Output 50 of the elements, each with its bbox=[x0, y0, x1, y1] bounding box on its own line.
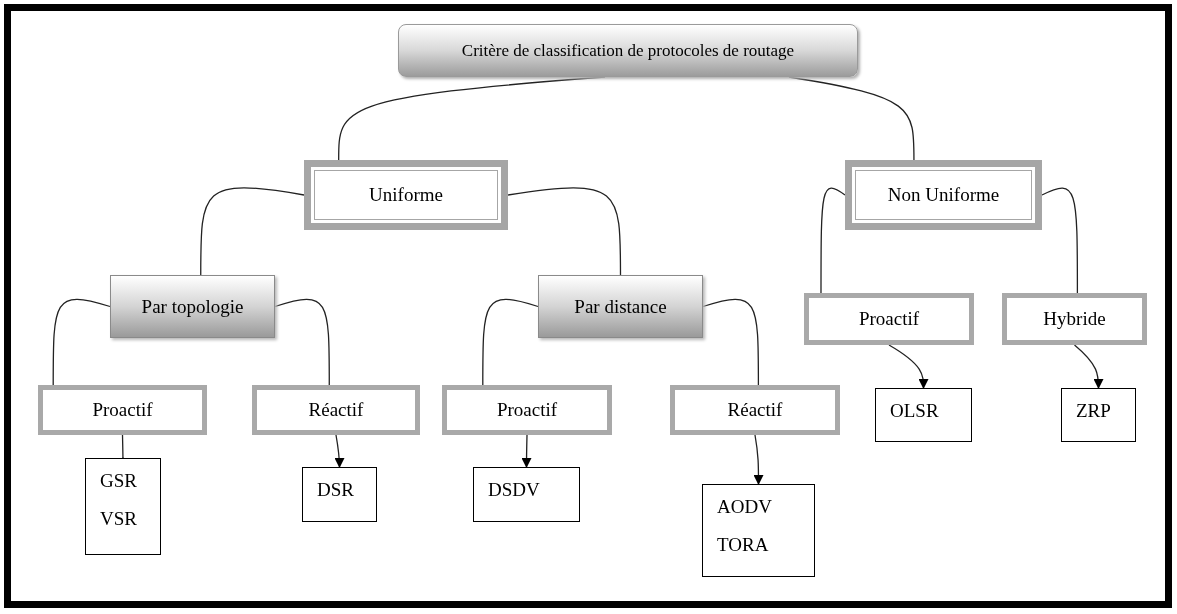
box-label: Par topologie bbox=[141, 294, 244, 319]
arrow bbox=[1073, 344, 1104, 389]
category-box bbox=[845, 160, 1042, 230]
type-box bbox=[1002, 293, 1147, 345]
box-label: Proactif bbox=[858, 307, 920, 331]
connector-line bbox=[702, 298, 760, 386]
box-label: DSR bbox=[317, 478, 354, 502]
arrow bbox=[753, 434, 764, 485]
connector-line bbox=[507, 187, 622, 276]
box-label: AODV bbox=[717, 495, 772, 519]
box-label: Proactif bbox=[496, 398, 558, 422]
connector-line bbox=[1041, 187, 1079, 294]
arrow bbox=[888, 344, 929, 389]
connector-line bbox=[788, 76, 915, 161]
box-label: GSR bbox=[100, 469, 137, 493]
category-box bbox=[304, 160, 508, 230]
box-label: DSDV bbox=[488, 478, 540, 502]
box-label: TORA bbox=[717, 532, 769, 557]
box-label: Hybride bbox=[1043, 307, 1106, 331]
box-label: Critère de classification de protocoles de routage bbox=[461, 39, 795, 62]
box-label: OLSR bbox=[890, 399, 939, 423]
subcategory-box bbox=[110, 275, 275, 338]
box-label: VSR bbox=[100, 506, 137, 531]
box-label: Réactif bbox=[727, 398, 783, 422]
arrow bbox=[334, 434, 345, 468]
arrow bbox=[521, 434, 532, 468]
box-label: Par distance bbox=[574, 294, 667, 319]
box-label: Non Uniforme bbox=[887, 183, 1000, 207]
type-box bbox=[442, 385, 612, 435]
box-label: Uniforme bbox=[369, 183, 443, 207]
root-box bbox=[398, 24, 858, 77]
protocol-box bbox=[1061, 388, 1136, 442]
box-label: Proactif bbox=[92, 398, 153, 422]
protocol-box bbox=[473, 467, 580, 522]
type-box bbox=[804, 293, 974, 345]
connector-line bbox=[482, 298, 539, 386]
type-box bbox=[252, 385, 420, 435]
protocol-box bbox=[875, 388, 972, 442]
connector-line bbox=[52, 298, 111, 386]
protocol-box bbox=[85, 458, 161, 555]
type-box bbox=[38, 385, 207, 435]
connector-line bbox=[200, 187, 305, 276]
subcategory-box bbox=[538, 275, 703, 338]
box-label: ZRP bbox=[1076, 399, 1111, 423]
connector-line bbox=[274, 298, 330, 386]
type-box bbox=[670, 385, 840, 435]
protocol-box bbox=[302, 467, 377, 522]
box-label: Réactif bbox=[308, 398, 364, 422]
protocol-box bbox=[702, 484, 815, 577]
connector-line bbox=[820, 187, 846, 294]
